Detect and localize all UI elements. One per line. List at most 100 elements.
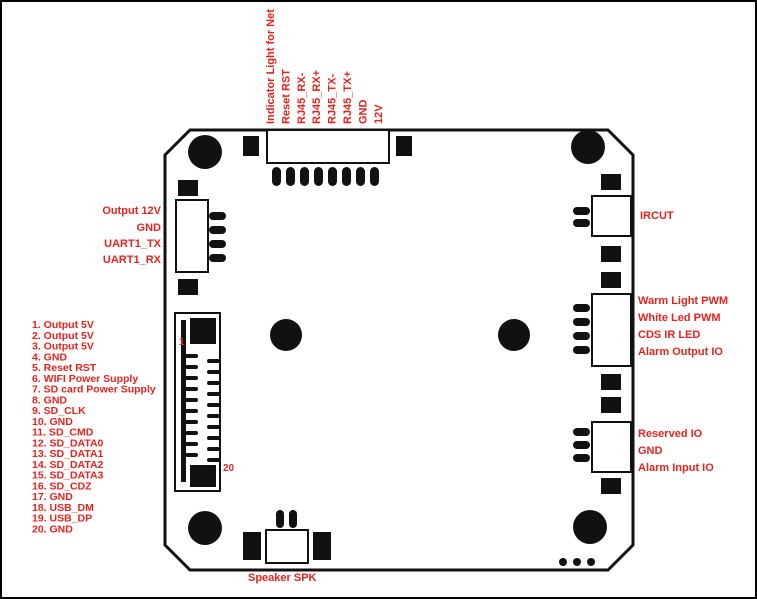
ircut-pins xyxy=(573,207,590,227)
reserved-label: Reserved IO xyxy=(638,428,703,440)
fpc-pin xyxy=(207,458,220,462)
uart-pad-top xyxy=(178,180,198,196)
ircut-pin xyxy=(573,219,590,227)
fpc-pin-label: 4. GND xyxy=(32,351,67,363)
mounting-hole-top-right xyxy=(571,130,605,164)
center-hole-right xyxy=(498,319,530,351)
mounting-hole-bottom-left xyxy=(188,511,222,545)
fpc-side-rail xyxy=(181,320,186,482)
fpc-pin xyxy=(185,376,198,380)
top-connector-pad-right xyxy=(396,136,412,156)
indicator-dot xyxy=(573,558,581,566)
speaker-connector xyxy=(243,510,331,564)
speaker-pin xyxy=(276,510,284,528)
fpc-pin xyxy=(185,365,198,369)
uart-pin xyxy=(209,254,226,262)
top-connector-pin xyxy=(370,167,379,186)
pwm-housing xyxy=(591,293,632,367)
fpc-connector xyxy=(174,312,221,492)
speaker-pad-right xyxy=(313,532,331,560)
fpc-pin xyxy=(185,398,198,402)
uart-pin xyxy=(209,212,226,220)
top-connector-label: RJ45_RX- xyxy=(296,72,308,124)
indicator-dot xyxy=(587,558,595,566)
reserved-housing xyxy=(591,421,632,473)
pwm-label: Warm Light PWM xyxy=(638,295,728,307)
uart-housing xyxy=(175,199,209,273)
uart-pin xyxy=(209,240,226,248)
ircut-pin xyxy=(573,207,590,215)
fpc-pin xyxy=(185,409,198,413)
top-connector-pins xyxy=(272,167,379,186)
fpc-pin-label: 1. Output 5V xyxy=(32,319,94,331)
top-connector-label: RJ45_TX- xyxy=(327,74,339,124)
ircut-connector xyxy=(573,174,632,262)
uart-pins xyxy=(209,212,226,262)
fpc-pad-bottom xyxy=(190,465,216,487)
top-connector-label: Indicator Light for Net xyxy=(265,9,277,124)
top-connector-label: RJ45_RX+ xyxy=(311,70,323,124)
uart-connector xyxy=(175,180,226,295)
fpc-pin xyxy=(207,414,220,418)
fpc-pin-label: 5. Reset RST xyxy=(32,362,97,374)
uart-pad-bottom xyxy=(178,279,198,295)
fpc-pin-label: 3. Output 5V xyxy=(32,341,94,353)
fpc-pin-label: 14. SD_DATA2 xyxy=(32,459,104,471)
speaker-housing xyxy=(265,529,309,564)
fpc-pad-top xyxy=(190,318,216,344)
fpc-pin-label: 9. SD_CLK xyxy=(32,405,86,417)
reserved-label: GND xyxy=(638,445,663,457)
fpc-pin-last-label: 20 xyxy=(223,463,235,474)
fpc-pin xyxy=(207,436,220,440)
top-connector-pin xyxy=(300,167,309,186)
pwm-connector xyxy=(573,272,632,390)
pwm-pin xyxy=(573,318,590,326)
fpc-pin xyxy=(207,447,220,451)
fpc-pin xyxy=(207,359,220,363)
fpc-pin xyxy=(207,425,220,429)
reserved-label: Alarm Input IO xyxy=(638,462,714,474)
mounting-hole-top-left xyxy=(188,135,222,169)
fpc-pin-label: 19. USB_DP xyxy=(32,513,92,525)
top-connector-pad-left xyxy=(243,136,259,156)
top-connector-label: Reset RST xyxy=(280,69,292,124)
pwm-pin xyxy=(573,332,590,340)
fpc-pin-label: 2. Output 5V xyxy=(32,330,94,342)
board-outline xyxy=(163,128,635,572)
fpc-pin-label: 18. USB_DM xyxy=(32,502,94,514)
top-connector-pin xyxy=(286,167,295,186)
reserved-pad-bottom xyxy=(601,478,621,494)
fpc-pin xyxy=(185,453,198,457)
ircut-pad-bottom xyxy=(601,246,621,262)
top-connector xyxy=(243,129,412,186)
pwm-pad-bottom xyxy=(601,374,621,390)
top-connector-pin xyxy=(272,167,281,186)
pwm-label: Alarm Output IO xyxy=(638,346,723,358)
fpc-pin-label: 13. SD_DATA1 xyxy=(32,448,104,460)
fpc-pin-label: 12. SD_DATA0 xyxy=(32,437,104,449)
fpc-pin xyxy=(207,370,220,374)
fpc-pin-label: 17. GND xyxy=(32,491,73,503)
ircut-pad-top xyxy=(601,174,621,190)
uart-label: GND xyxy=(137,222,162,234)
top-connector-label: RJ45_TX+ xyxy=(342,71,354,124)
fpc-pin xyxy=(207,403,220,407)
indicator-dot xyxy=(559,558,567,566)
top-connector-housing xyxy=(266,129,390,164)
fpc-pin-label: 20. GND xyxy=(32,523,73,535)
pwm-pin xyxy=(573,346,590,354)
reserved-pins xyxy=(573,428,590,462)
fpc-pin xyxy=(185,420,198,424)
speaker-pin xyxy=(289,510,297,528)
top-connector-pin xyxy=(314,167,323,186)
ircut-housing xyxy=(591,195,632,237)
pwm-pins xyxy=(573,304,590,354)
top-connector-pin xyxy=(328,167,337,186)
reserved-pad-top xyxy=(601,397,621,413)
